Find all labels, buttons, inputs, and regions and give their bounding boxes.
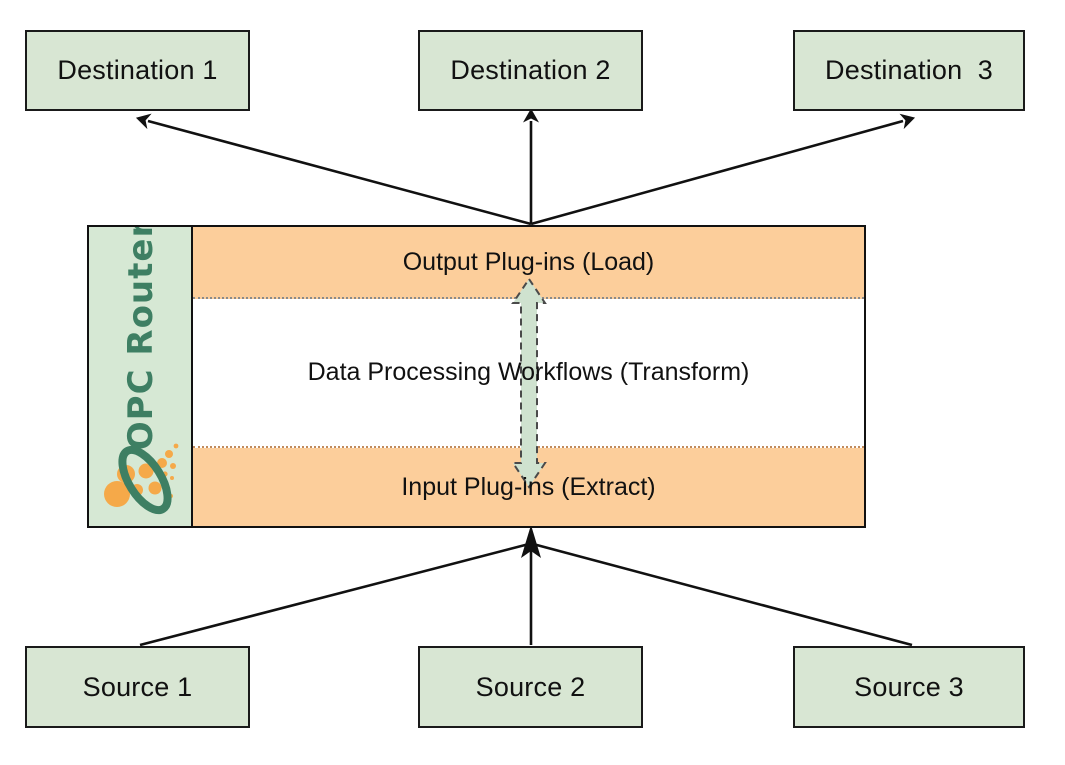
source-label-2: Source 2	[475, 671, 586, 702]
band-input-plugins[interactable]: Input Plug-ins (Extract)	[193, 448, 864, 526]
destination-box-2[interactable]: Destination 2	[418, 30, 643, 111]
opc-router-container[interactable]: OPC Router	[87, 225, 866, 528]
opc-router-ring-logo	[104, 443, 179, 515]
opc-router-brand-panel: OPC Router	[89, 227, 193, 526]
source-box-2[interactable]: Source 2	[418, 646, 643, 728]
destination-label-2: Destination 2	[450, 55, 611, 85]
connector-from-source-3	[532, 542, 913, 647]
band-output-plugins-label: Output Plug-ins (Load)	[402, 247, 655, 276]
opc-router-wordmark: OPC Router	[89, 227, 191, 450]
source-box-1[interactable]: Source 1	[25, 646, 250, 728]
source-label-3: Source 3	[854, 671, 964, 702]
destination-box-3[interactable]: Destination 3	[793, 30, 1025, 111]
connector-from-source-1	[139, 542, 530, 647]
source-label-1: Source 1	[82, 671, 193, 702]
destination-box-1[interactable]: Destination 1	[25, 30, 250, 111]
band-output-plugins[interactable]: Output Plug-ins (Load)	[193, 227, 864, 299]
connector-to-destination-3	[530, 113, 916, 226]
connector-to-destination-1	[135, 113, 532, 226]
source-box-3[interactable]: Source 3	[793, 646, 1025, 728]
destination-label-1: Destination 1	[57, 55, 218, 85]
inbound-arrowhead	[521, 525, 541, 558]
band-data-processing-workflows-label: Data Processing Workflows (Transform)	[307, 358, 750, 386]
opc-router-body: Output Plug-ins (Load) Data Processing W…	[193, 227, 864, 526]
opc-router-wordmark-label: OPC Router	[121, 227, 161, 450]
band-input-plugins-label: Input Plug-ins (Extract)	[401, 472, 656, 501]
destination-label-3: Destination 3	[825, 55, 993, 85]
band-data-processing-workflows[interactable]: Data Processing Workflows (Transform)	[193, 299, 864, 448]
